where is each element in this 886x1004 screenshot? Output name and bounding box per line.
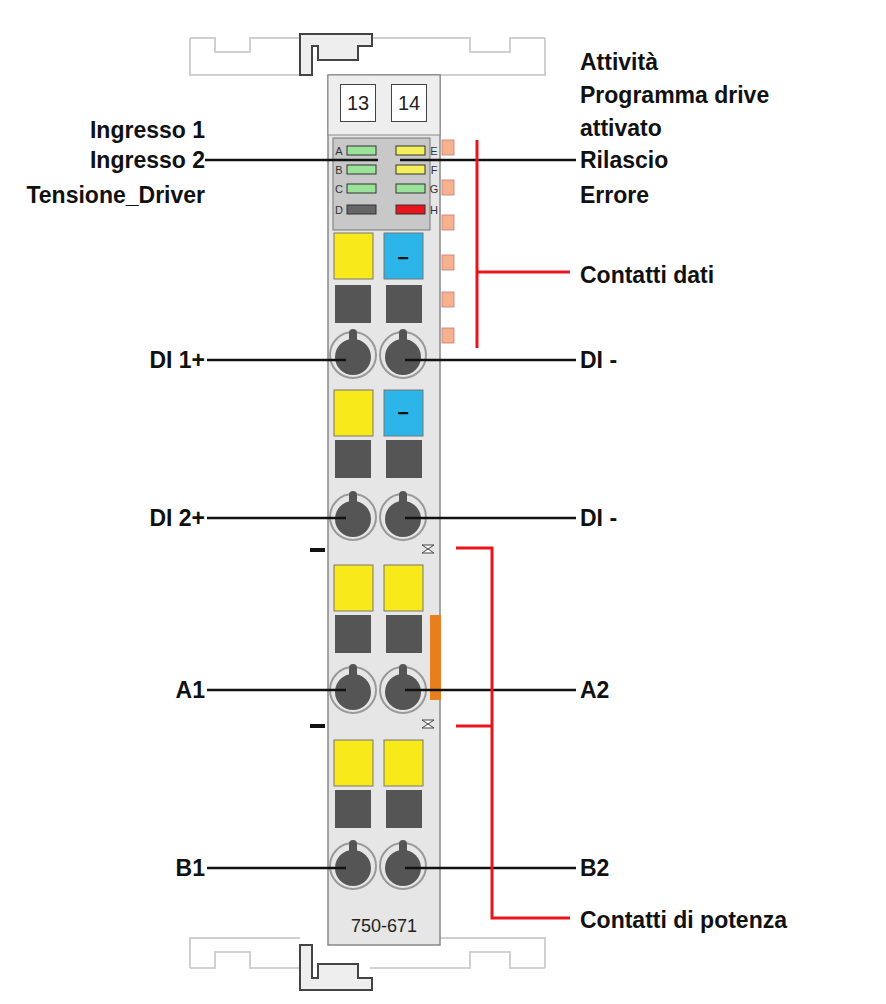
led-letter: E xyxy=(430,145,437,157)
wire-entry xyxy=(349,491,357,515)
status-label: Programma drive attivato xyxy=(580,79,825,145)
clamp-opening xyxy=(335,790,371,828)
status-label: Ingresso 1 xyxy=(90,114,205,147)
clamp-opening xyxy=(335,285,371,323)
push-button xyxy=(384,390,423,436)
group-label: Contatti di potenza xyxy=(580,904,787,937)
led-letter: C xyxy=(335,183,343,195)
status-label: Rilascio xyxy=(580,144,668,177)
polarity-sign: − xyxy=(397,403,409,423)
clamp-opening xyxy=(335,615,371,653)
status-label: Attività xyxy=(580,46,658,79)
push-button xyxy=(384,233,423,279)
terminal-label: A1 xyxy=(176,674,205,707)
clamp-opening xyxy=(335,440,371,478)
wire-entry xyxy=(399,491,407,515)
push-button xyxy=(334,565,373,611)
push-button xyxy=(384,565,423,611)
marker-box: 14 xyxy=(391,84,427,122)
wire-entry xyxy=(399,329,407,353)
terminal-label: DI 1+ xyxy=(149,344,205,377)
terminal-label: DI 2+ xyxy=(149,502,205,535)
wire-entry xyxy=(399,840,407,864)
status-label: Tensione_Driver xyxy=(26,179,205,212)
terminal-label: B1 xyxy=(176,852,205,885)
terminal-label: DI - xyxy=(580,344,617,377)
clamp-opening xyxy=(386,615,422,653)
led-letter: H xyxy=(430,204,438,216)
push-button xyxy=(334,233,373,279)
push-button xyxy=(334,390,373,436)
group-label: Contatti dati xyxy=(580,259,714,292)
clamp-opening xyxy=(386,285,422,323)
terminal-label: DI - xyxy=(580,502,617,535)
clamp-opening xyxy=(386,440,422,478)
terminal-label: B2 xyxy=(580,852,609,885)
marker-box: 13 xyxy=(340,84,376,122)
polarity-sign: − xyxy=(397,248,409,268)
marker-number: 14 xyxy=(398,92,420,115)
push-button xyxy=(334,740,373,786)
wire-entry xyxy=(349,840,357,864)
led-letter: D xyxy=(335,204,343,216)
terminal-label: A2 xyxy=(580,674,609,707)
led-letter: G xyxy=(430,183,439,195)
push-button xyxy=(384,740,423,786)
led-letter: B xyxy=(335,164,342,176)
wire-entry xyxy=(399,664,407,688)
wire-entry xyxy=(349,329,357,353)
part-number: 750-671 xyxy=(351,917,417,935)
status-label: Errore xyxy=(580,179,649,212)
led-letter: F xyxy=(431,164,438,176)
led-letter: A xyxy=(335,145,342,157)
marker-number: 13 xyxy=(347,92,369,115)
wire-entry xyxy=(349,664,357,688)
status-label: Ingresso 2 xyxy=(90,144,205,177)
clamp-opening xyxy=(386,790,422,828)
